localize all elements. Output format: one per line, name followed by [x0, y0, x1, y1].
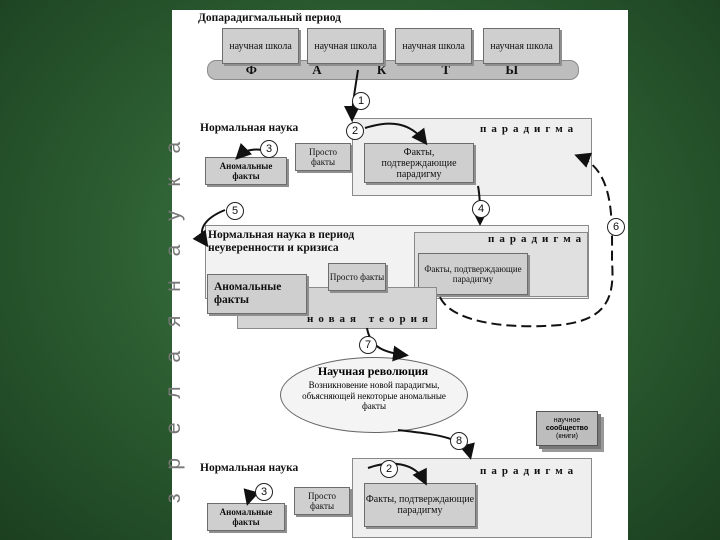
school-box-4: научная школа: [483, 28, 560, 64]
school-box-1: научная школа: [222, 28, 299, 64]
step-number-4: 4: [472, 200, 490, 218]
arrow-8: [397, 429, 475, 460]
school-box-2: научная школа: [307, 28, 384, 64]
revolution-text: Возникновение новой парадигмы, объясняющ…: [302, 380, 446, 411]
facts-bar: [207, 60, 579, 80]
arrow-3: [235, 142, 263, 160]
arrow-6-dashed: [439, 152, 614, 328]
step-number-2-bottom: 2: [380, 460, 398, 478]
simple-facts-box-2: Просто факты: [328, 263, 386, 291]
simple-facts-box-3: Просто факты: [294, 487, 350, 515]
arrow-2: [364, 122, 428, 146]
confirming-facts-box-1: Факты, подтверждающие парадигму: [364, 143, 474, 183]
arrow-9: [367, 462, 427, 486]
facts-bar-label: Ф А К Т Ы: [245, 61, 545, 77]
normal-science-title-1: Нормальная наука: [200, 122, 299, 134]
new-theory-label: новая теория: [307, 313, 433, 325]
step-number-1: 1: [352, 92, 370, 110]
paradigm-label-2: парадигма: [488, 233, 587, 245]
paradigm-label-3: парадигма: [480, 465, 579, 477]
scientific-revolution-ellipse: [280, 357, 468, 433]
paradigm-label-1: парадигма: [480, 123, 579, 135]
step-number-5: 5: [226, 202, 244, 220]
preparadigm-title: Допарадигмальный период: [198, 12, 341, 24]
step-number-2: 2: [346, 122, 364, 140]
step-number-7: 7: [359, 336, 377, 354]
simple-facts-box-1: Просто факты: [295, 143, 351, 171]
arrow-7: [366, 327, 409, 362]
community-books-icon: научное сообщество (книги): [536, 411, 598, 446]
step-number-6: 6: [607, 218, 625, 236]
step-number-3: 3: [260, 140, 278, 158]
anomalous-facts-box-2: Аномальные факты: [207, 274, 307, 314]
crisis-title: Нормальная наука в период неуверенности …: [208, 229, 355, 254]
step-number-3-bottom: 3: [255, 483, 273, 501]
step-number-8: 8: [450, 432, 468, 450]
anomalous-facts-box-3: Аномальные факты: [207, 503, 285, 531]
normal-science-title-3: Нормальная наука: [200, 462, 299, 474]
revolution-title: Научная революция: [317, 364, 429, 378]
school-box-3: научная школа: [395, 28, 472, 64]
confirming-facts-box-3: Факты, подтверждающие парадигму: [364, 483, 476, 527]
arrow-5: [192, 209, 226, 248]
